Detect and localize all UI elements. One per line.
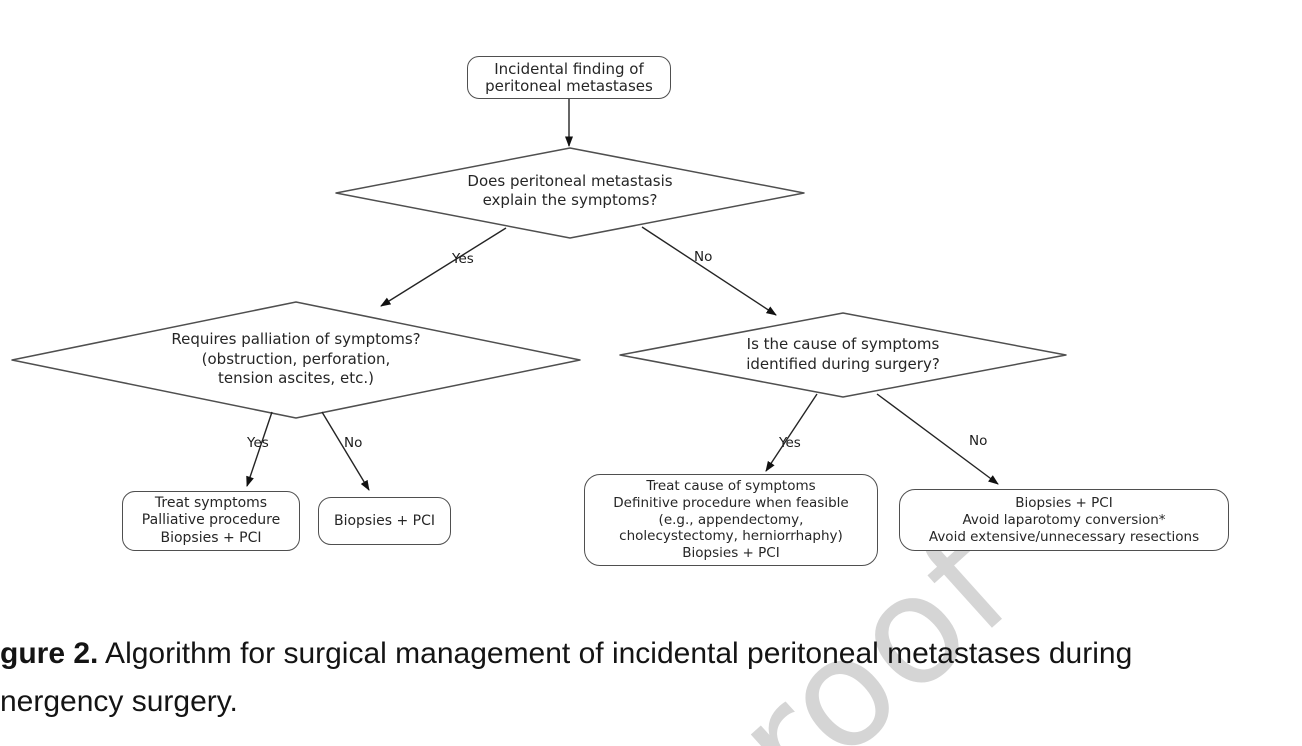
branch-label-decision2-no: No	[344, 435, 363, 451]
node-treat-symptoms: Treat symptoms Palliative procedure Biop…	[122, 491, 300, 551]
arrow-decision2-yes	[246, 411, 273, 487]
decision1-diamond	[335, 147, 805, 239]
arrow-decision3-no	[876, 393, 999, 485]
branch-label-decision2-yes: Yes	[247, 435, 269, 451]
decision3-diamond	[619, 312, 1067, 398]
arrow-decision2-no	[321, 411, 370, 491]
node-decision2-label: Requires palliation of symptoms? (obstru…	[171, 330, 421, 387]
node-biopsies-avoid-conversion: Biopsies + PCI Avoid laparotomy conversi…	[899, 489, 1229, 551]
branch-label-decision3-no: No	[969, 433, 988, 449]
arrow-decision1-no	[641, 226, 777, 316]
branch-label-decision1-no: No	[694, 249, 713, 265]
arrow-decision1-yes	[380, 227, 507, 307]
caption-line1: gure 2. Algorithm for surgical managemen…	[0, 630, 1132, 678]
arrow-decision3-yes	[765, 393, 818, 472]
decision2-diamond	[11, 301, 581, 419]
caption-line1-text: Algorithm for surgical management of inc…	[98, 637, 1133, 670]
branch-label-decision1-yes: Yes	[452, 251, 474, 267]
node-decision3-label: Is the cause of symptoms identified duri…	[746, 335, 940, 373]
caption-line2: nergency surgery.	[0, 685, 238, 718]
branch-label-decision3-yes: Yes	[779, 435, 801, 451]
caption-figure-label: gure 2.	[0, 637, 99, 670]
node-biopsies-pci: Biopsies + PCI	[318, 497, 451, 545]
node-treat-cause: Treat cause of symptoms Definitive proce…	[584, 474, 878, 566]
node-incidental-finding: Incidental finding of peritoneal metasta…	[467, 56, 671, 99]
node-decision1-label: Does peritoneal metastasis explain the s…	[467, 172, 673, 209]
figure-caption: gure 2. Algorithm for surgical managemen…	[0, 630, 1132, 726]
